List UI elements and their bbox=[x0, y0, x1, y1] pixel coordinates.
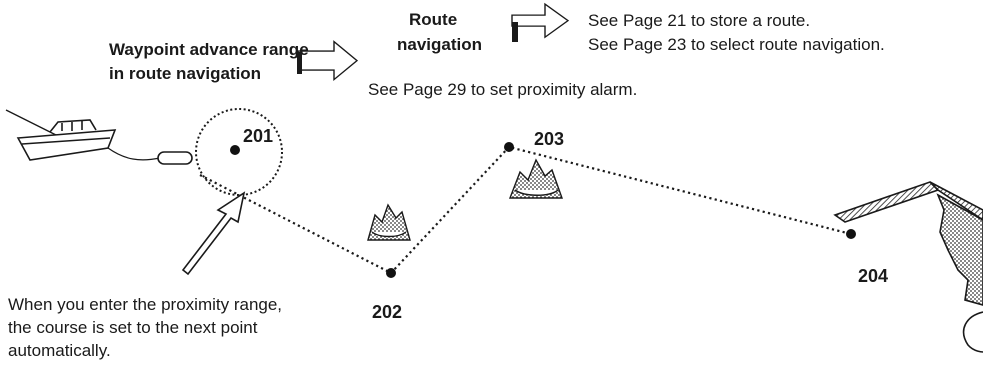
route-navigation-label: Route bbox=[409, 10, 457, 30]
right-arrow-icon bbox=[512, 4, 568, 37]
rock-icon bbox=[510, 160, 562, 198]
select-route-reference: See Page 23 to select route navigation. bbox=[588, 35, 885, 55]
waypoint-marker bbox=[230, 145, 240, 155]
boat-icon bbox=[6, 110, 160, 160]
waypoint-marker bbox=[846, 229, 856, 239]
waypoint-advance-label: in route navigation bbox=[109, 64, 261, 84]
own-ship-marker bbox=[158, 152, 192, 164]
waypoint-marker bbox=[504, 142, 514, 152]
proximity-note: When you enter the proximity range, bbox=[8, 295, 282, 315]
proximity-alarm-reference: See Page 29 to set proximity alarm. bbox=[368, 80, 637, 100]
proximity-note: the course is set to the next point bbox=[8, 318, 257, 338]
route-line bbox=[200, 147, 851, 273]
route-navigation-label: navigation bbox=[397, 35, 482, 55]
pointer-arrow-icon bbox=[183, 193, 244, 274]
proximity-note: automatically. bbox=[8, 341, 111, 361]
waypoint-label: 202 bbox=[372, 302, 402, 322]
waypoint-label: 204 bbox=[858, 266, 888, 286]
waypoint-marker bbox=[386, 268, 396, 278]
store-route-reference: See Page 21 to store a route. bbox=[588, 11, 810, 31]
waypoint-advance-label: Waypoint advance range bbox=[109, 40, 309, 60]
waypoint-label: 201 bbox=[243, 126, 273, 146]
rock-icon bbox=[368, 205, 410, 240]
waypoint-label: 203 bbox=[534, 129, 564, 149]
